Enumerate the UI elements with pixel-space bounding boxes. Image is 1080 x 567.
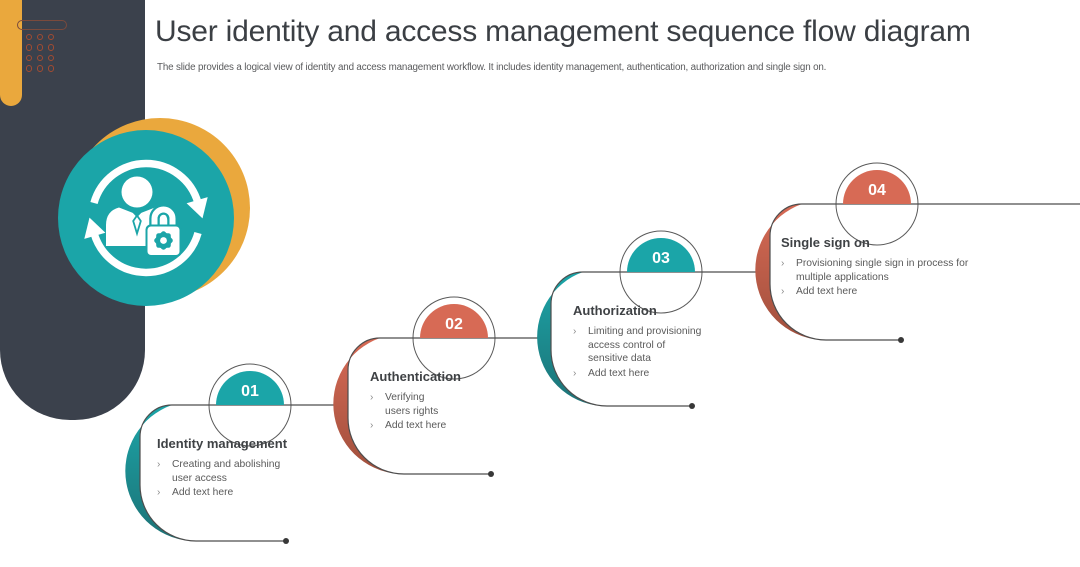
bullet-marker: › (370, 420, 374, 431)
page-subtitle: The slide provides a logical view of ide… (157, 62, 827, 73)
step-4-content: Single sign on › Provisioning single sig… (781, 235, 996, 300)
bullet-text: Verifying users rights (385, 392, 439, 417)
step-2-content: Authentication › Verifying users rights … (370, 369, 500, 434)
bullet-item: › Creating and abolishing user access (157, 458, 307, 485)
step-1-number: 01 (241, 383, 259, 400)
step-1-badge (216, 371, 284, 405)
step-1-content: Identity management › Creating and aboli… (157, 436, 307, 501)
step-3-outline (550, 271, 757, 407)
step-4-outline (769, 203, 1080, 341)
step-title: Identity management (157, 436, 288, 451)
step-1-shape: 01 (125, 363, 335, 544)
bullet-text: Add text here (796, 286, 858, 297)
step-1-crescent (125, 405, 196, 542)
step-4-crescent (755, 204, 826, 341)
step-2-number: 02 (445, 316, 463, 333)
connector-dot (488, 471, 494, 477)
bullet-marker: › (781, 286, 785, 297)
lock-gear-icon (145, 204, 182, 257)
connector-dot (689, 403, 695, 409)
bullet-marker: › (157, 487, 161, 498)
pill-outline-decor (17, 20, 67, 30)
step-3-number: 03 (652, 250, 670, 267)
bullet-marker: › (157, 459, 161, 470)
bullet-text: Provisioning single sign in process for … (796, 258, 969, 283)
step-2-badge (420, 304, 488, 338)
bullet-text: Add text here (172, 487, 234, 498)
step-title: Authorization (573, 303, 657, 318)
page-title: User identity and access management sequ… (155, 15, 971, 48)
bullet-item: › Add text here (157, 486, 307, 500)
bullet-item: › Add text here (781, 285, 996, 299)
step-title: Single sign on (781, 235, 870, 250)
step-2-crescent (333, 338, 404, 475)
connector-dot (898, 337, 904, 343)
step-4-number: 04 (868, 182, 886, 199)
step-2-outline (347, 337, 538, 475)
main-icon-circle (58, 130, 234, 306)
step-4-shape: 04 (755, 162, 1080, 343)
bullet-item: › Limiting and provisioning access contr… (573, 325, 743, 366)
bullet-text: Limiting and provisioning access control… (588, 326, 702, 364)
bullet-marker: › (370, 392, 374, 403)
bullet-marker: › (781, 258, 785, 269)
yellow-accent-bar (0, 0, 22, 106)
step-2-shape: 02 (333, 296, 538, 477)
step-3-crescent (537, 272, 607, 407)
connector-dot (283, 538, 289, 544)
step-3-badge (627, 238, 695, 272)
bullet-text: Add text here (588, 367, 650, 379)
step-4-badge (843, 170, 911, 204)
bullet-item: › Add text here (573, 367, 743, 381)
dots-grid-decor (26, 34, 59, 76)
sync-arrows-icon (84, 159, 208, 277)
bullet-item: › Provisioning single sign in process fo… (781, 257, 996, 284)
bullet-text: Creating and abolishing user access (172, 459, 281, 484)
step-3-shape: 03 (537, 230, 757, 409)
bullet-marker: › (573, 367, 577, 379)
step-title: Authentication (370, 369, 461, 384)
step-1-outline (139, 404, 335, 542)
bullet-text: Add text here (385, 420, 447, 431)
bullet-item: › Verifying users rights (370, 391, 500, 418)
step-3-content: Authorization › Limiting and provisionin… (573, 303, 743, 381)
bullet-item: › Add text here (370, 419, 500, 433)
bullet-marker: › (573, 326, 577, 337)
user-sync-lock-icon (84, 159, 208, 277)
